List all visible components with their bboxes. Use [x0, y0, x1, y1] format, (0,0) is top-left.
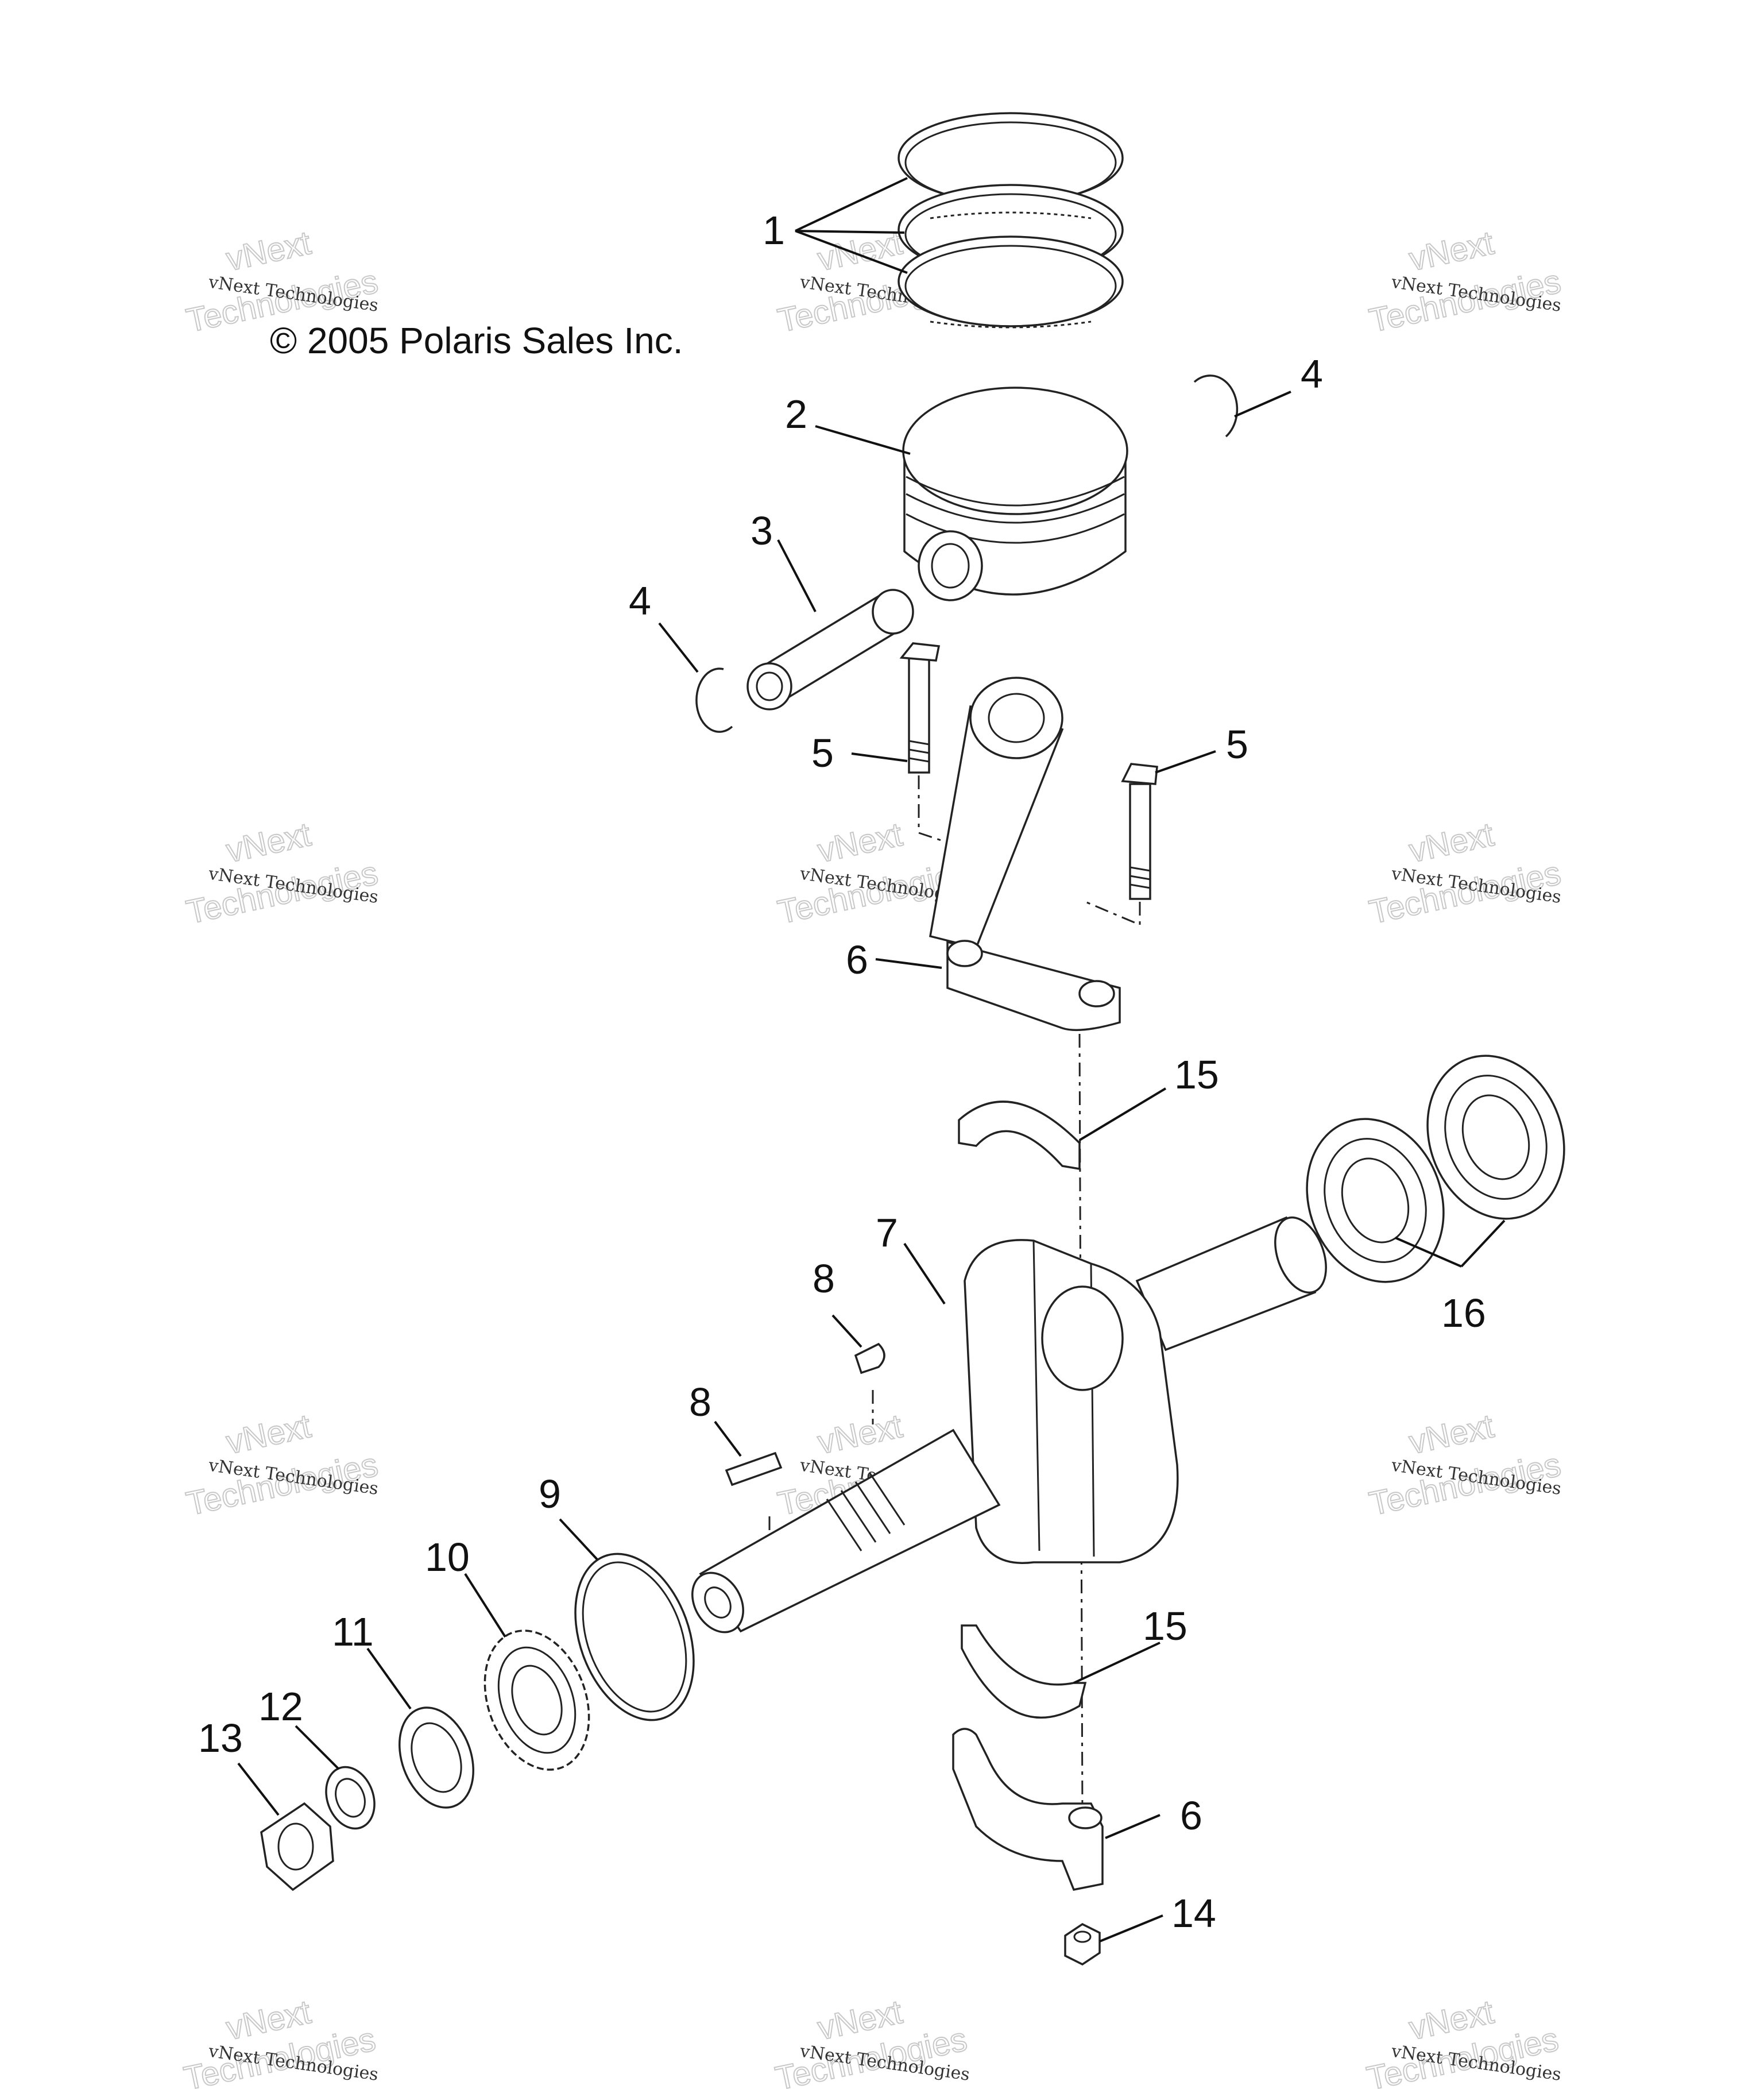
- copyright-notice: © 2005 Polaris Sales Inc.: [270, 320, 683, 361]
- callout-6-lower: 6: [1180, 1793, 1202, 1838]
- callout-1: 1: [763, 208, 785, 253]
- washer: [325, 1766, 376, 1830]
- callout-12: 12: [258, 1684, 303, 1729]
- main-bearing-rear: [1426, 1055, 1565, 1220]
- woodruff-key-lower: [725, 1451, 783, 1486]
- callout-3: 3: [751, 508, 773, 553]
- watermark-large-top: vNext: [814, 816, 906, 870]
- watermark: vNext Technologies vNext Technologies: [183, 815, 382, 932]
- callout-4-right: 4: [1301, 352, 1323, 396]
- watermark-large-top: vNext: [1406, 1407, 1497, 1461]
- watermark: vNext Technologies vNext Technologies: [180, 1993, 380, 2089]
- circlip-right: [1193, 374, 1239, 438]
- connecting-rod: [929, 677, 1121, 1032]
- slotted-nut: [399, 1706, 474, 1809]
- watermark: vNext Technologies vNext Technologies: [772, 1993, 971, 2089]
- rod-bolt-right: [1121, 763, 1158, 900]
- timing-gear: [483, 1630, 590, 1771]
- hex-nut: [260, 1802, 334, 1891]
- callout-15-lower: 15: [1143, 1604, 1187, 1648]
- callout-labels: 1 2 3 4 4 5 5 6 6 7 8 8 9 10 11 12 13 14…: [198, 208, 1486, 1936]
- cap-nut: [1064, 1922, 1101, 1966]
- leader-lines: [237, 177, 1506, 1943]
- wrist-pin: [746, 589, 914, 711]
- watermark-large-top: vNext: [223, 224, 314, 278]
- callout-13: 13: [198, 1716, 243, 1760]
- watermark: vNext Technologies vNext Technologies: [1365, 223, 1565, 340]
- callout-5-right: 5: [1226, 722, 1248, 767]
- callout-16: 16: [1441, 1291, 1486, 1335]
- circlip-left: [695, 667, 733, 733]
- watermark-large-top: vNext: [1406, 224, 1497, 278]
- callout-6-upper: 6: [846, 937, 868, 982]
- watermark: vNext Technologies vNext Technologies: [183, 1407, 382, 1523]
- callout-8-upper: 8: [813, 1256, 835, 1301]
- o-ring: [574, 1553, 695, 1721]
- piston: [902, 387, 1128, 601]
- callout-2: 2: [785, 392, 807, 437]
- watermark-large-top: vNext: [814, 1407, 906, 1461]
- piston-rings: [898, 112, 1124, 329]
- callout-7: 7: [876, 1210, 898, 1255]
- woodruff-key-upper: [854, 1342, 885, 1374]
- watermark: vNext Technologies vNext Technologies: [1363, 1993, 1562, 2089]
- callout-14: 14: [1171, 1891, 1216, 1936]
- crankshaft: [691, 1216, 1327, 1634]
- callout-11: 11: [332, 1609, 374, 1654]
- callout-8-lower: 8: [689, 1380, 711, 1424]
- callout-4-left: 4: [629, 578, 651, 623]
- watermark: vNext Technologies vNext Technologies: [1365, 1407, 1565, 1523]
- callout-9: 9: [539, 1472, 561, 1516]
- callout-5-left: 5: [811, 731, 834, 775]
- rod-bearing-upper: [958, 1101, 1081, 1171]
- rod-bolt-left: [899, 642, 941, 774]
- watermark-large-top: vNext: [223, 816, 314, 870]
- callout-15-upper: 15: [1174, 1052, 1219, 1097]
- rod-bearing-lower: [961, 1624, 1087, 1719]
- main-bearing-front: [1306, 1118, 1445, 1283]
- watermark-large-top: vNext: [223, 1407, 314, 1461]
- callout-10: 10: [425, 1535, 470, 1580]
- rod-cap: [952, 1728, 1104, 1891]
- watermark-large-top: vNext: [1406, 816, 1497, 870]
- watermark: vNext Technologies vNext Technologies: [1365, 815, 1565, 932]
